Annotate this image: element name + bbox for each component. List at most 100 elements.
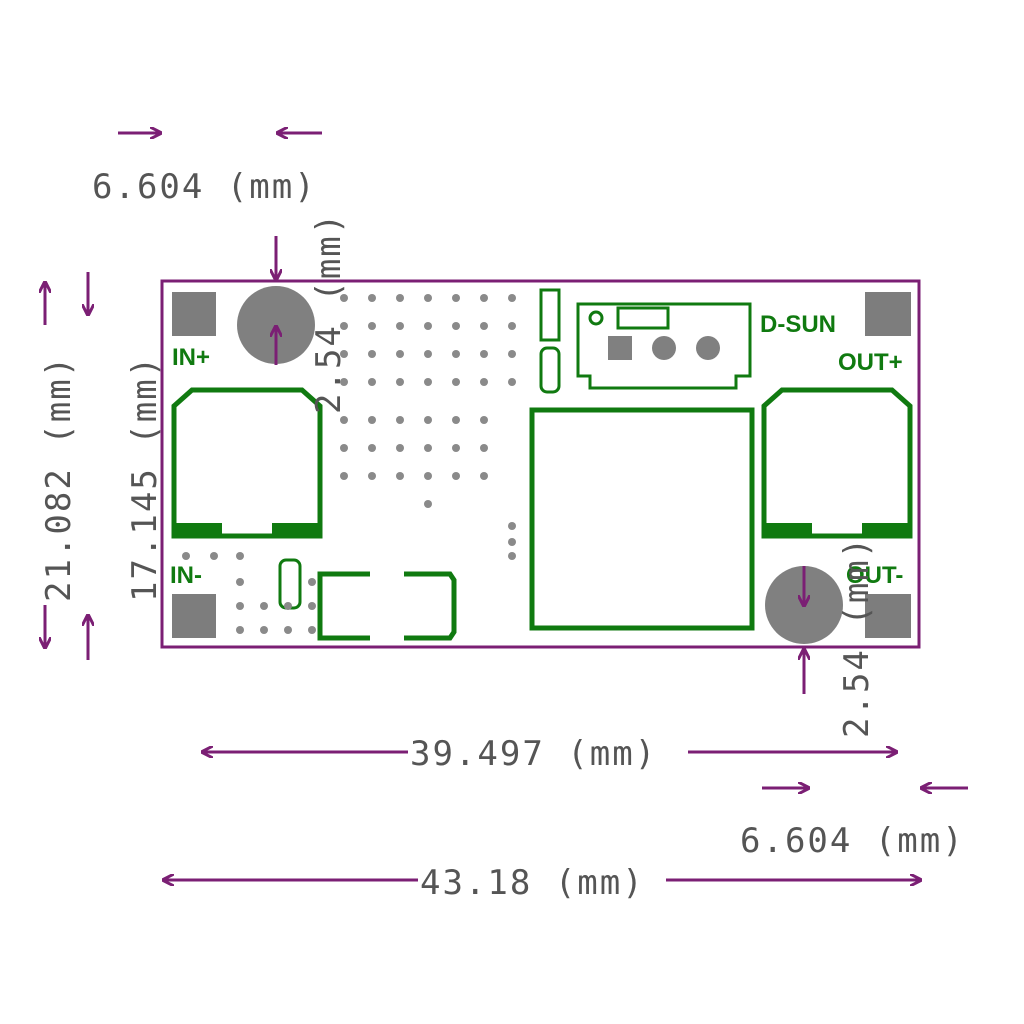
board-outline xyxy=(160,279,921,649)
via-dot xyxy=(424,416,432,424)
output-capacitor-band-left xyxy=(764,523,812,536)
via-dot xyxy=(308,578,316,586)
potentiometer-pin-square xyxy=(608,336,632,360)
via-dot xyxy=(396,294,404,302)
via-dot xyxy=(368,322,376,330)
input-capacitor-band-right xyxy=(272,523,320,536)
via-dot xyxy=(368,294,376,302)
label-in-minus: IN- xyxy=(170,562,202,589)
via-dot xyxy=(236,602,244,610)
via-dot xyxy=(368,378,376,386)
via-dot xyxy=(340,472,348,480)
inductor-outline xyxy=(529,407,755,631)
via-dot xyxy=(480,378,488,386)
dim-hole-top-offset: 2.54 (mm) xyxy=(309,212,349,414)
potentiometer-slot xyxy=(616,306,670,330)
via-dot xyxy=(340,322,348,330)
output-capacitor-outline xyxy=(761,387,913,539)
via-dot xyxy=(182,552,190,560)
potentiometer-outline xyxy=(576,302,752,390)
via-dot xyxy=(452,378,460,386)
output-capacitor-band-right xyxy=(862,523,910,536)
via-dot xyxy=(508,294,516,302)
via-dot xyxy=(480,472,488,480)
via-dot xyxy=(452,472,460,480)
via-dot xyxy=(368,350,376,358)
via-dot xyxy=(424,500,432,508)
via-dot xyxy=(424,378,432,386)
brand-label: D-SUN xyxy=(760,311,836,338)
potentiometer-pin-3 xyxy=(696,336,720,360)
potentiometer-marker xyxy=(588,310,604,326)
via-dot xyxy=(284,602,292,610)
via-dot xyxy=(396,444,404,452)
via-dot xyxy=(508,538,516,546)
via-dot xyxy=(340,416,348,424)
via-dot xyxy=(368,444,376,452)
via-dot xyxy=(508,350,516,358)
via-dot xyxy=(284,626,292,634)
via-dot xyxy=(508,322,516,330)
dim-top-left-width: 6.604 (mm) xyxy=(92,167,317,207)
input-capacitor-band-left xyxy=(174,523,222,536)
pad-in-plus xyxy=(172,292,216,336)
via-dot xyxy=(340,294,348,302)
via-dot xyxy=(396,472,404,480)
label-out-plus: OUT+ xyxy=(838,349,903,376)
via-dot xyxy=(368,472,376,480)
dim-inner-height: 17.145 (mm) xyxy=(125,355,165,602)
via-dot xyxy=(480,294,488,302)
via-dot xyxy=(236,578,244,586)
dim-bottom-right-width: 6.604 (mm) xyxy=(740,821,965,861)
via-dot xyxy=(260,602,268,610)
via-dot xyxy=(424,294,432,302)
via-dot xyxy=(508,522,516,530)
via-dot xyxy=(424,444,432,452)
via-dot xyxy=(396,350,404,358)
dim-board-height: 21.082 (mm) xyxy=(39,355,79,602)
via-dot xyxy=(396,322,404,330)
via-dot xyxy=(452,416,460,424)
via-dot xyxy=(452,322,460,330)
diode-outline xyxy=(317,571,457,641)
dim-hole-spacing: 39.497 (mm) xyxy=(410,734,657,774)
via-dot xyxy=(480,444,488,452)
via-dot xyxy=(424,350,432,358)
via-dot xyxy=(508,378,516,386)
via-grid xyxy=(182,294,516,634)
via-dot xyxy=(308,626,316,634)
input-capacitor-outline xyxy=(171,387,323,539)
via-dot xyxy=(340,378,348,386)
capacitor-left-small-outline xyxy=(278,558,302,610)
via-dot xyxy=(452,350,460,358)
resistor-top-outline xyxy=(539,288,561,342)
via-dot xyxy=(340,444,348,452)
pad-out-plus xyxy=(865,292,911,336)
via-dot xyxy=(480,322,488,330)
dim-board-width: 43.18 (mm) xyxy=(420,863,645,903)
via-dot xyxy=(480,350,488,358)
dim-hole-bottom-offset: 2.54 (mm) xyxy=(837,536,877,738)
via-dot xyxy=(236,552,244,560)
via-dot xyxy=(424,472,432,480)
potentiometer-pin-2 xyxy=(652,336,676,360)
via-dot xyxy=(260,626,268,634)
via-dot xyxy=(396,378,404,386)
label-in-plus: IN+ xyxy=(172,344,210,371)
via-dot xyxy=(424,322,432,330)
via-dot xyxy=(210,552,218,560)
via-dot xyxy=(340,350,348,358)
via-dot xyxy=(452,444,460,452)
via-dot xyxy=(508,552,516,560)
capacitor-small-outline xyxy=(539,346,561,394)
pad-out-minus xyxy=(865,594,911,638)
via-dot xyxy=(368,416,376,424)
via-dot xyxy=(452,294,460,302)
via-dot xyxy=(480,416,488,424)
label-out-minus: OUT- xyxy=(846,562,903,589)
pad-in-minus xyxy=(172,594,216,638)
via-dot xyxy=(236,626,244,634)
via-dot xyxy=(308,602,316,610)
via-dot xyxy=(396,416,404,424)
